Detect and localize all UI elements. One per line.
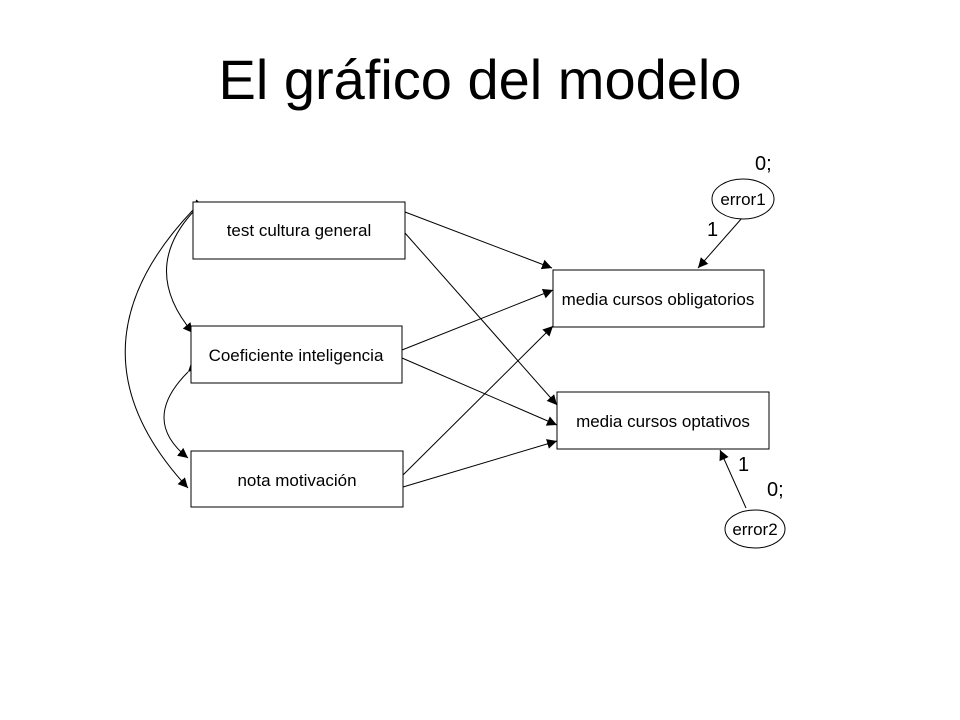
path-motiv-optat	[402, 439, 558, 488]
box-motivacion: nota motivación	[190, 450, 404, 508]
box-test-cultura: test cultura general	[192, 201, 406, 260]
box-coeficiente-label: Coeficiente inteligencia	[209, 346, 384, 365]
path-motiv-oblig	[402, 325, 554, 476]
path-test-oblig	[404, 211, 553, 270]
box-optativos-label: media cursos optativos	[576, 412, 750, 431]
box-motivacion-label: nota motivación	[237, 471, 356, 490]
path-error1-oblig	[697, 217, 743, 269]
path-ci-oblig	[401, 289, 554, 351]
error2-node: error2	[724, 509, 786, 549]
box-coeficiente: Coeficiente inteligencia	[190, 325, 403, 384]
path-error2-optat	[719, 449, 747, 509]
error1-weight: 1	[707, 219, 718, 241]
cov-test-ci	[166, 201, 204, 334]
error2-variance: 0;	[767, 479, 784, 501]
box-obligatorios: media cursos obligatorios	[552, 269, 765, 328]
slide-title: El gráfico del modelo	[218, 48, 742, 111]
path-ci-optat	[401, 357, 558, 426]
error2-label: error2	[732, 520, 777, 539]
regression-paths	[401, 211, 747, 509]
cov-test-motiv	[124, 199, 204, 489]
error2-weight: 1	[738, 454, 749, 476]
error1-label: error1	[720, 190, 765, 209]
error1-variance: 0;	[755, 153, 772, 175]
cov-ci-motiv	[163, 361, 199, 459]
box-optativos: media cursos optativos	[556, 391, 770, 450]
covariance-arcs	[124, 199, 204, 489]
box-obligatorios-label: media cursos obligatorios	[562, 290, 755, 309]
error1-node: error1	[711, 178, 775, 220]
box-test-cultura-label: test cultura general	[227, 221, 372, 240]
